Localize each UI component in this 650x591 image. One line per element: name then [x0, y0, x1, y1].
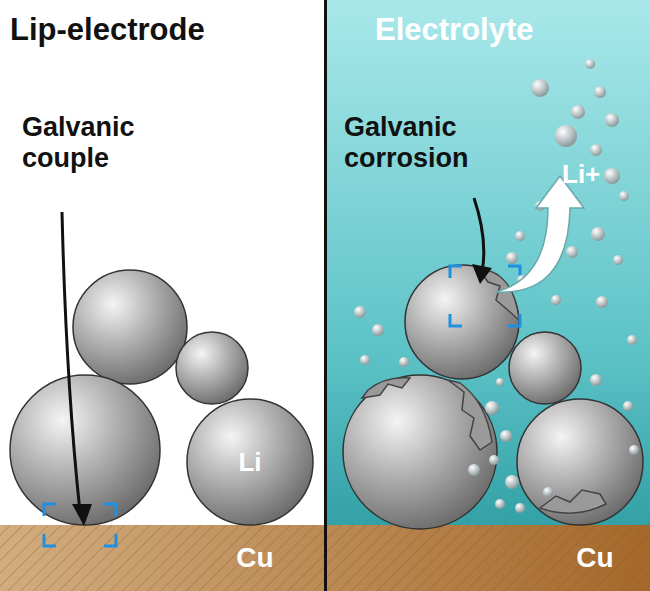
- panel-heading: Electrolyte: [375, 12, 635, 48]
- node-text: Cu: [236, 542, 273, 574]
- divider: [324, 0, 327, 591]
- callout-text: Galvanic corrosion: [344, 112, 524, 174]
- arrow-head: [72, 504, 92, 526]
- pointer-arrow: [62, 212, 80, 512]
- panel-heading: Lip-electrode: [10, 12, 310, 48]
- arrow-head: [472, 264, 492, 284]
- copper-label: Cu: [225, 538, 285, 578]
- electrolyte-ground: [326, 0, 650, 591]
- copper-label: Cu: [565, 538, 625, 578]
- node-text: Cu: [576, 542, 613, 574]
- callout-text: Galvanic couple: [22, 112, 192, 174]
- ion-release-arrow: [496, 176, 584, 292]
- li-particle: Li: [220, 442, 280, 482]
- li-particles-right: [343, 265, 643, 529]
- ion-label: Li+: [562, 160, 622, 190]
- pointer-arrow: [474, 198, 484, 272]
- corrosion-pit: [362, 268, 606, 513]
- node-text: Li: [238, 447, 261, 478]
- li-particles-left: [10, 270, 313, 525]
- focus-bracket: [44, 504, 116, 546]
